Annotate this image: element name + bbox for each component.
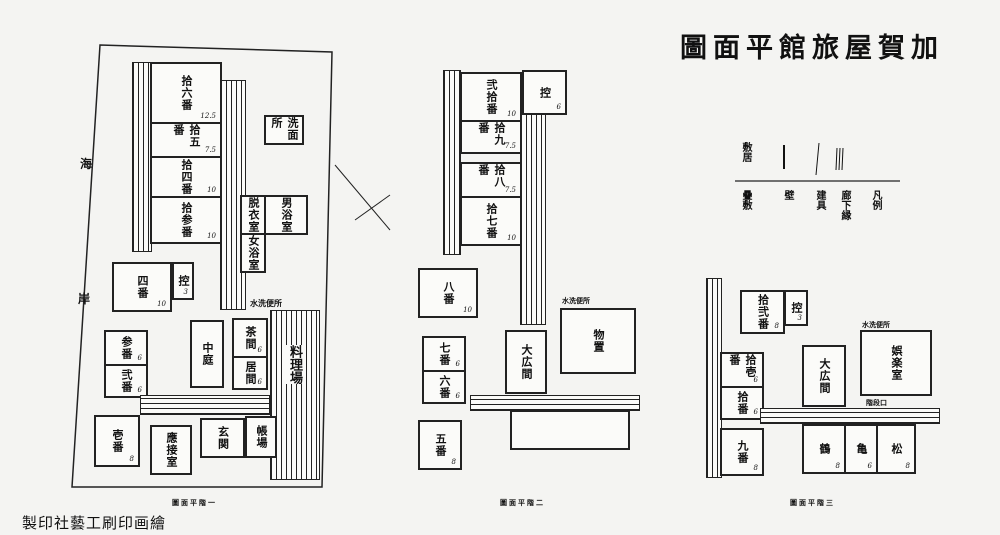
- shore-label: 岸: [78, 292, 91, 306]
- stair-label: 階段口: [866, 398, 887, 407]
- room: 洗面所: [264, 115, 304, 145]
- site-boundary: [71, 44, 333, 488]
- courtyard: 中庭: [190, 320, 224, 388]
- legend-item: 壁: [782, 190, 793, 200]
- room: 男浴室: [264, 195, 308, 235]
- legend-corridor-symbol: [841, 147, 844, 171]
- floor-3-caption: 圖面平階三: [790, 498, 835, 507]
- kitchen: [270, 310, 320, 480]
- room: 帳場: [245, 416, 277, 458]
- floor-2-caption: 圖面平階二: [500, 498, 545, 507]
- toilet-label: 水洗便所: [862, 320, 890, 329]
- kitchen-label: 料理場: [285, 345, 304, 384]
- corridor: [520, 110, 546, 325]
- room: 物置: [560, 308, 636, 374]
- entrance: 玄関: [200, 418, 245, 458]
- legend-corridor-symbol: [835, 147, 838, 171]
- room: 應接室: [150, 425, 192, 475]
- corridor: [470, 395, 640, 411]
- room: 大広間: [505, 330, 547, 394]
- toilet-label: 水洗便所: [250, 298, 282, 308]
- corridor: [760, 408, 940, 424]
- legend-top-label: 敷居: [740, 142, 751, 162]
- legend-fitting-symbol: [815, 142, 820, 176]
- legend-corridor-symbol: [838, 147, 841, 171]
- veranda: [132, 62, 152, 252]
- legend-item: 疊敷: [740, 190, 751, 210]
- corridor: [140, 395, 270, 415]
- legend-item: 建具: [814, 190, 825, 210]
- room: 娯楽室: [860, 330, 932, 396]
- compass-line: [334, 164, 391, 231]
- legend-item: 廊下縁: [839, 190, 850, 220]
- compass-line: [354, 194, 391, 221]
- room: 大広間: [802, 345, 846, 407]
- toilet-label: 水洗便所: [562, 296, 590, 305]
- floor-1-caption: 圖面平階一: [172, 498, 217, 507]
- sea-label: 海: [80, 157, 93, 171]
- veranda: [443, 70, 461, 255]
- room: 女浴室: [240, 233, 266, 273]
- legend-heading: 凡例: [870, 190, 881, 210]
- room-block: [510, 410, 630, 450]
- printer-credit: 製印社藝工刷印画繪: [22, 514, 167, 532]
- room: 脱衣室: [240, 195, 266, 235]
- drawing-title: 圖面平館旅屋賀加: [680, 33, 944, 64]
